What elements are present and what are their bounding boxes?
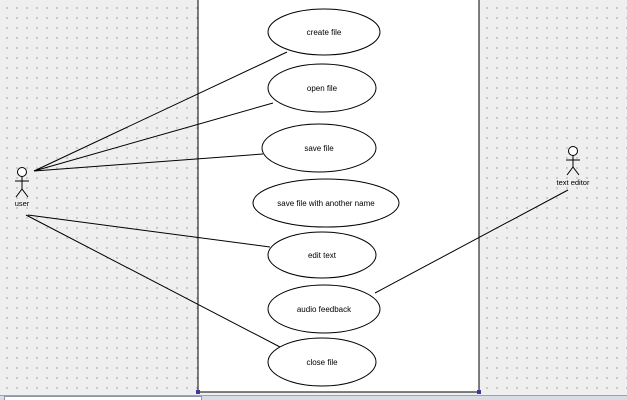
usecase-label: audio feedback [297,305,352,314]
boundary-handle-bottom-right[interactable] [477,390,481,394]
association-user-close-file[interactable] [25,214,281,348]
diagram-tab[interactable] [4,396,202,400]
association-user-open-file[interactable] [33,102,274,172]
usecase-label: open file [307,84,338,93]
associations [25,51,569,348]
usecase-audio-feedback[interactable]: audio feedback [267,284,381,334]
actor-head-icon [17,167,27,177]
usecase-edit-text[interactable]: edit text [267,231,377,279]
actor-text-editor[interactable] [566,146,580,176]
actor-head-icon [568,146,578,156]
association-user-edit-text[interactable] [27,214,271,248]
usecase-save-file-another-name[interactable]: save file with another name [252,178,400,228]
association-user-create-file[interactable] [33,51,288,172]
actor-user[interactable] [15,167,29,198]
actor-label-text-editor: text editor [557,178,590,187]
usecase-label: create file [307,28,342,37]
usecase-label: close file [306,358,338,367]
association-text-editor-audio-feedback[interactable] [374,189,569,294]
usecase-save-file[interactable]: save file [261,123,377,173]
usecase-label: edit text [308,251,337,260]
usecase-label: save file [304,144,334,153]
bottom-status-strip [0,395,627,400]
boundary-handle-bottom-left[interactable] [196,390,200,394]
usecase-create-file[interactable]: create file [267,8,381,56]
usecase-close-file[interactable]: close file [267,337,377,387]
usecase-open-file[interactable]: open file [267,63,377,113]
actor-label-user: user [15,199,30,208]
usecase-label: save file with another name [277,199,375,208]
association-user-save-file[interactable] [33,153,264,172]
